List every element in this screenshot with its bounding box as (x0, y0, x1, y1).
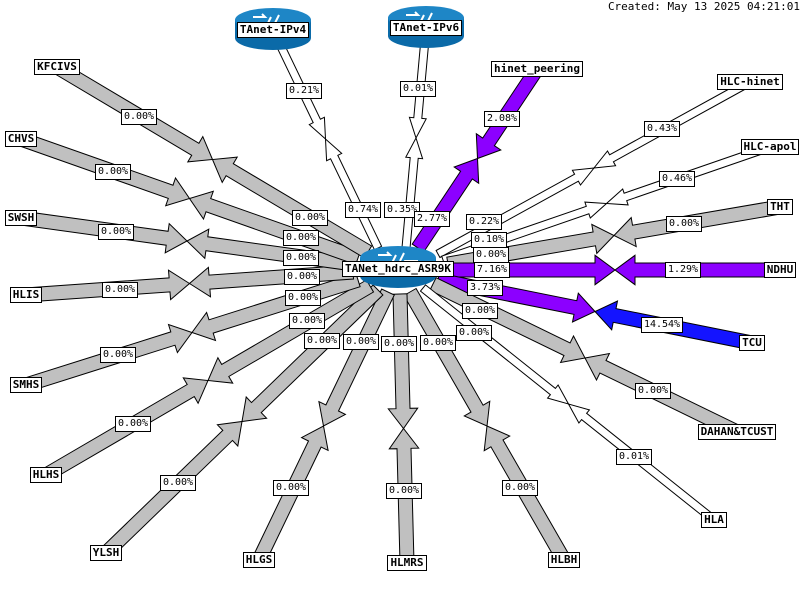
link-kfcivs-node-value: 0.00% (120, 109, 158, 125)
link-arrow-dahan-out (429, 277, 586, 364)
link-ipv6-hub-value: 0.35% (383, 202, 421, 218)
link-arrow-ipv6-out (401, 136, 424, 249)
link-chvs-hub-value: 0.00% (282, 230, 320, 246)
link-smhs-node-value: 0.00% (99, 347, 137, 363)
link-hlis-hub-value: 0.00% (283, 269, 321, 285)
link-arrow-ylsh-out (241, 284, 384, 423)
link-hlcapol-node-value: 0.46% (658, 171, 696, 187)
link-arrow-chvs-out (188, 190, 361, 266)
link-hlcapol-hub-value: 0.10% (470, 232, 508, 248)
link-hlbh-hub-value: 0.00% (419, 335, 457, 351)
node-label-ipv4[interactable]: TAnet-IPv4 (236, 22, 310, 38)
link-swsh-node-value: 0.00% (97, 224, 135, 240)
link-hlbh-node-value: 0.00% (501, 480, 539, 496)
node-label-hlcapol[interactable]: HLC-apol (740, 139, 800, 155)
link-ndhu-node-value: 1.29% (664, 262, 702, 278)
node-label-hlbh[interactable]: HLBH (547, 552, 581, 568)
node-label-tcu[interactable]: TCU (739, 335, 765, 351)
link-ndhu-hub-value: 7.16% (473, 262, 511, 278)
link-ylsh-hub-value: 0.00% (303, 333, 341, 349)
link-hlgs-hub-value: 0.00% (342, 334, 380, 350)
node-label-chvs[interactable]: CHVS (4, 131, 38, 147)
link-hlchinet-hub-value: 0.22% (465, 214, 503, 230)
link-hlhs-node-value: 0.00% (114, 416, 152, 432)
link-arrow-hlgs-out (318, 288, 395, 427)
node-label-kfcivs[interactable]: KFCIVS (34, 59, 80, 75)
node-label-hlmrs[interactable]: HLMRS (387, 555, 427, 571)
link-hlis-node-value: 0.00% (101, 282, 139, 298)
link-ylsh-node-value: 0.00% (159, 475, 197, 491)
link-tcu-hub-value: 3.73% (466, 280, 504, 296)
link-arrow-ipv4-out (324, 137, 383, 251)
link-hlgs-node-value: 0.00% (272, 480, 310, 496)
link-hlhs-hub-value: 0.00% (288, 313, 326, 329)
node-label-hlis[interactable]: HLIS (9, 287, 43, 303)
node-label-hla[interactable]: HLA (701, 512, 727, 528)
link-kfcivs-hub-value: 0.00% (291, 210, 329, 226)
node-label-smhs[interactable]: SMHS (9, 377, 43, 393)
link-dahan-node-value: 0.00% (634, 383, 672, 399)
link-hlmrs-node-value: 0.00% (385, 483, 423, 499)
node-label-hlchinet[interactable]: HLC-hinet (717, 74, 783, 90)
link-arrow-hla-out (419, 284, 570, 405)
link-tht-hub-value: 0.00% (472, 247, 510, 263)
node-label-swsh[interactable]: SWSH (4, 210, 38, 226)
link-swsh-hub-value: 0.00% (282, 250, 320, 266)
link-hlchinet-node-value: 0.43% (643, 121, 681, 137)
node-label-ylsh[interactable]: YLSH (89, 545, 123, 561)
link-smhs-hub-value: 0.00% (284, 290, 322, 306)
link-arrow-hlmrs-out (387, 293, 419, 430)
node-label-ipv6[interactable]: TAnet-IPv6 (389, 20, 463, 36)
node-label-hinet[interactable]: hinet_peering (490, 61, 584, 77)
link-hla-node-value: 0.01% (615, 449, 653, 465)
link-hlmrs-hub-value: 0.00% (380, 336, 418, 352)
created-timestamp: Created: May 13 2025 04:21:01 (607, 0, 800, 13)
hub-label[interactable]: TANet_hdrc_ASR9K (342, 261, 454, 277)
link-chvs-node-value: 0.00% (94, 164, 132, 180)
link-arrow-hlhs-out (207, 279, 375, 384)
node-label-tht[interactable]: THT (767, 199, 793, 215)
link-arrow-kfcivs-out (211, 156, 373, 259)
link-ipv4-hub-value: 0.74% (344, 202, 382, 218)
link-hinet-node-value: 2.08% (483, 111, 521, 127)
node-label-dahan[interactable]: DAHAN&TCUST (697, 424, 777, 440)
node-label-hlgs[interactable]: HLGS (242, 552, 276, 568)
link-hinet-hub-value: 2.77% (413, 211, 451, 227)
link-ipv6-node-value: 0.01% (399, 81, 437, 97)
link-arrow-hinet-out (411, 157, 480, 253)
link-ipv4-node-value: 0.21% (285, 83, 323, 99)
node-label-hlhs[interactable]: HLHS (29, 467, 63, 483)
link-tcu-node-value: 14.54% (640, 317, 684, 333)
link-tht-node-value: 0.00% (665, 216, 703, 232)
link-dahan-hub-value: 0.00% (461, 303, 499, 319)
link-hla-hub-value: 0.00% (455, 325, 493, 341)
link-arrow-hlbh-out (403, 287, 491, 427)
node-label-ndhu[interactable]: NDHU (763, 262, 797, 278)
